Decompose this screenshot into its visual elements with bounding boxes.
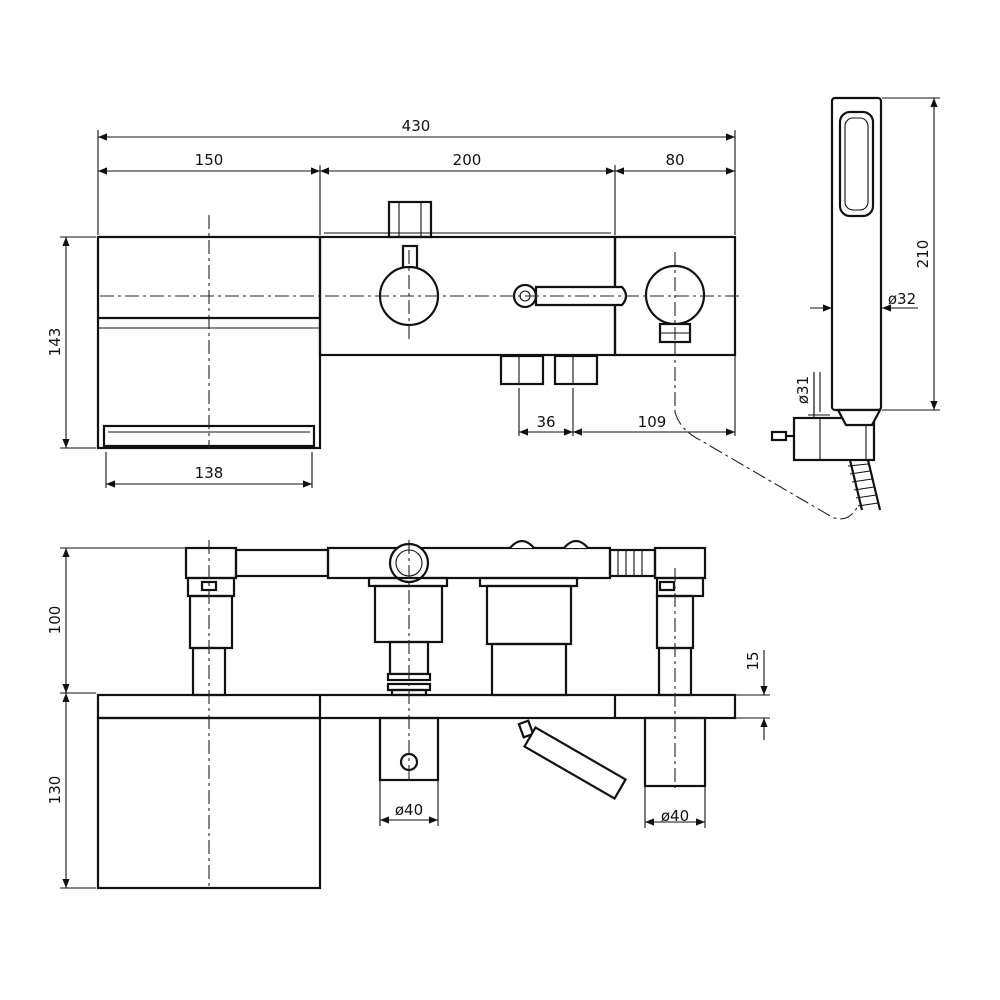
dim-outlet-offset: 109: [638, 413, 667, 431]
dim-side-height-lower: 130: [46, 776, 64, 805]
dim-right-tail-diameter: ø40: [661, 807, 689, 825]
dim-handset-diameter: ø32: [888, 290, 916, 308]
dim-holder-diameter: ø31: [794, 376, 812, 404]
dim-left-tail-diameter: ø40: [395, 801, 423, 819]
dim-overall-width: 430: [402, 117, 431, 135]
side-view: [60, 539, 770, 890]
dim-side-height-upper: 100: [46, 606, 64, 635]
dim-deck-thickness: 15: [744, 651, 762, 670]
dim-middle-section: 200: [453, 151, 482, 169]
dim-right-section: 80: [665, 151, 684, 169]
dim-left-section: 150: [195, 151, 224, 169]
dimension-labels: 430 150 200 80 143 138 36 109 210 ø32 ø3…: [46, 117, 932, 825]
dim-handset-length: 210: [914, 240, 932, 269]
dim-outlet-spacing: 36: [536, 413, 555, 431]
handset-view: [770, 96, 940, 511]
top-view: [60, 130, 859, 520]
dim-height-top: 143: [46, 328, 64, 357]
dim-spout-width: 138: [195, 464, 224, 482]
